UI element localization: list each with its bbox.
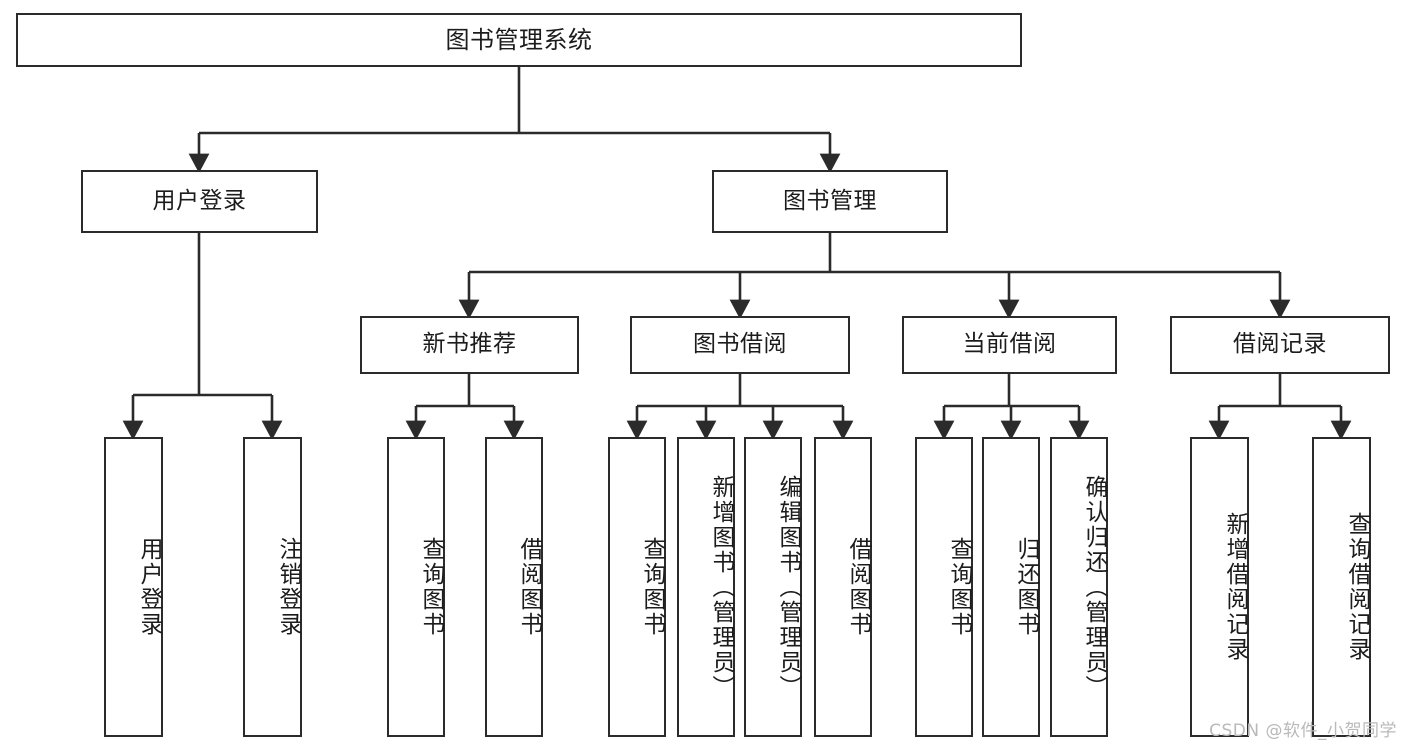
node-leaf-borrow-book-2[interactable]: 借阅图书 (814, 437, 872, 737)
node-leaf-add-book[interactable]: 新增图书（管理员） (677, 437, 735, 737)
node-label: 图书借阅 (693, 331, 787, 358)
node-new-book-recommend[interactable]: 新书推荐 (360, 316, 579, 374)
node-book-management[interactable]: 图书管理 (712, 170, 948, 233)
node-label: 新增借阅记录 (1222, 512, 1248, 662)
node-leaf-return-book[interactable]: 归还图书 (982, 437, 1040, 737)
node-leaf-add-record[interactable]: 新增借阅记录 (1190, 437, 1249, 737)
node-leaf-query-book-2[interactable]: 查询图书 (608, 437, 666, 737)
node-label: 编辑图书（管理员） (775, 474, 801, 700)
watermark-text: CSDN @软件_小贺同学 (1209, 721, 1397, 741)
node-label: 查询图书 (946, 537, 972, 637)
node-label: 借阅图书 (516, 537, 542, 637)
node-label: 图书管理 (783, 187, 877, 214)
node-book-borrow[interactable]: 图书借阅 (630, 316, 850, 374)
node-label: 查询借阅记录 (1344, 512, 1370, 662)
node-label: 注销登录 (275, 537, 301, 637)
node-label: 借阅记录 (1233, 331, 1327, 358)
node-leaf-query-record[interactable]: 查询借阅记录 (1312, 437, 1371, 737)
node-leaf-confirm-return[interactable]: 确认归还（管理员） (1050, 437, 1108, 737)
node-label: 新书推荐 (422, 331, 517, 358)
node-label: 查询图书 (639, 537, 665, 637)
node-label: 用户登录 (136, 537, 162, 637)
node-leaf-borrow-book-1[interactable]: 借阅图书 (485, 437, 543, 737)
node-label: 借阅图书 (845, 537, 871, 637)
node-current-borrow[interactable]: 当前借阅 (902, 316, 1117, 374)
node-leaf-edit-book[interactable]: 编辑图书（管理员） (744, 437, 802, 737)
node-label: 图书管理系统 (445, 25, 593, 54)
node-label: 用户登录 (152, 187, 247, 214)
node-user-login[interactable]: 用户登录 (81, 170, 318, 233)
node-leaf-user-login[interactable]: 用户登录 (104, 437, 163, 737)
node-label: 确认归还（管理员） (1081, 474, 1107, 700)
node-root-system[interactable]: 图书管理系统 (16, 13, 1022, 67)
node-label: 查询图书 (418, 537, 444, 637)
node-label: 当前借阅 (962, 331, 1057, 358)
node-leaf-query-book-1[interactable]: 查询图书 (387, 437, 445, 737)
node-leaf-user-logout[interactable]: 注销登录 (243, 437, 302, 737)
node-leaf-query-book-3[interactable]: 查询图书 (915, 437, 973, 737)
node-label: 新增图书（管理员） (708, 474, 734, 700)
node-borrow-record[interactable]: 借阅记录 (1170, 316, 1390, 374)
node-label: 归还图书 (1013, 537, 1039, 637)
